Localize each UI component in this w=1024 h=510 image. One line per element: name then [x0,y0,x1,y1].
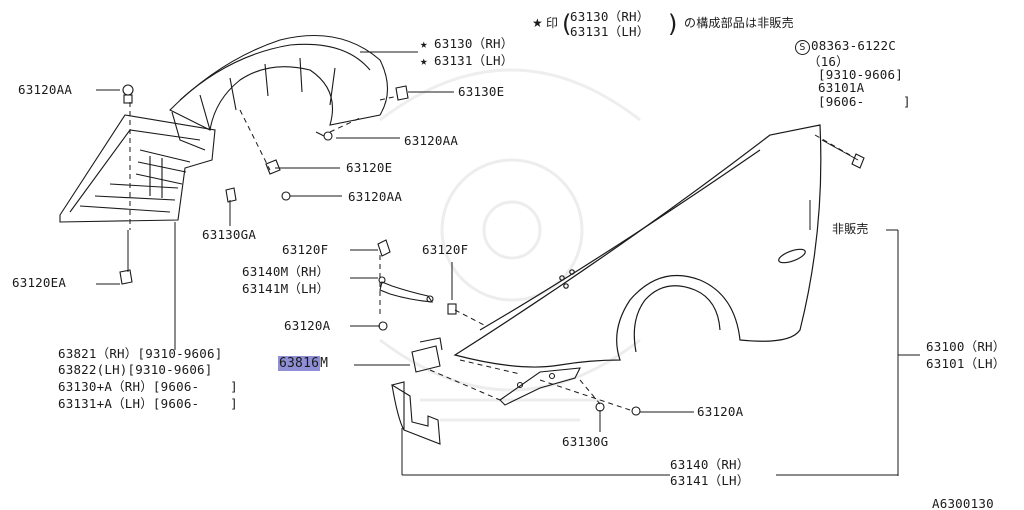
label-63120A-a[interactable]: 63120A [284,318,331,333]
label-63131A[interactable]: 63131+A（LH）[9606- ] [58,396,238,411]
label-63120AA-top[interactable]: 63120AA [18,82,73,97]
note-star: ★ [532,16,543,30]
label-qty-16: （16） [808,54,849,69]
star-icon: ★ [420,53,428,68]
label-63120AA-low[interactable]: 63120AA [348,189,403,204]
fasteners [119,84,865,416]
label-63141[interactable]: 63141（LH） [670,473,750,488]
clip-63120F-b [447,303,457,315]
bolt-08363 [851,153,865,169]
star-icon: ★ [420,36,428,51]
note-lh: 63131（LH） [570,24,650,39]
note-bracket-close: ) [668,10,678,38]
label-63130A[interactable]: 63130+A（RH）[9606- ] [58,379,238,394]
watermark-emblem [379,68,641,422]
label-not-sold: 非販売 [832,222,869,236]
bolt-63120AA-mid [315,131,333,141]
splash-shield-63821 [59,114,216,223]
clip-63120EA [119,269,133,285]
label-63120E[interactable]: 63120E [346,160,393,175]
label-63120F-b[interactable]: 63120F [422,242,469,257]
label-63120A-b[interactable]: 63120A [697,404,744,419]
label-63816-highlight: 63816 [278,356,321,371]
clip-63120E [265,159,281,175]
bracket-63140 [390,381,441,445]
label-63140M[interactable]: 63140M（RH） [242,264,330,279]
diagram-code: A6300130 [932,496,994,510]
note-rh: 63130（RH） [570,9,650,24]
label-63816[interactable]: 63816M [278,356,329,371]
fender-liner-63130 [169,34,389,151]
label-63130[interactable]: 63130（RH） [434,36,514,51]
label-9310-9606: [9310-9606] [818,67,903,82]
label-63821[interactable]: 63821（RH）[9310-9606] [58,346,223,361]
label-63101[interactable]: 63101（LH） [926,356,1006,371]
note-text: の構成部品は非販売 [684,16,794,30]
clip-63120F-a [377,239,391,257]
screw-icon: S [795,40,810,55]
label-63130GA[interactable]: 63130GA [202,227,257,242]
label-63120F-a[interactable]: 63120F [282,242,329,257]
label-63120EA[interactable]: 63120EA [12,275,67,290]
label-63100[interactable]: 63100（RH） [926,339,1006,354]
label-63130E[interactable]: 63130E [458,84,505,99]
clip-63130G [595,402,605,412]
clip-63130GA [225,187,237,203]
bracket-63140M [378,276,434,303]
label-63141M[interactable]: 63141M（LH） [242,281,330,296]
leader-lines [96,51,920,476]
label-63822[interactable]: 63822(LH)[9310-9606] [58,362,213,377]
bolt-63120AA-low [281,191,291,201]
label-9606: [9606- ] [818,94,911,109]
label-63120AA-mid[interactable]: 63120AA [404,133,459,148]
bolt-63120A-a [378,321,388,331]
note-mark: 印 [546,16,559,30]
note-bracket-open: ( [562,10,572,38]
label-63140[interactable]: 63140（RH） [670,457,750,472]
lower-bracket [499,367,581,406]
label-63131[interactable]: 63131（LH） [434,53,514,68]
clip-63816 [411,337,443,373]
bolt-63120A-b [631,406,641,416]
front-fender-63100 [453,124,822,368]
label-63101A[interactable]: 63101A [818,80,865,95]
clip-63130E [395,85,409,101]
bolt-63120AA-top [122,84,134,104]
label-63130G[interactable]: 63130G [562,434,609,449]
